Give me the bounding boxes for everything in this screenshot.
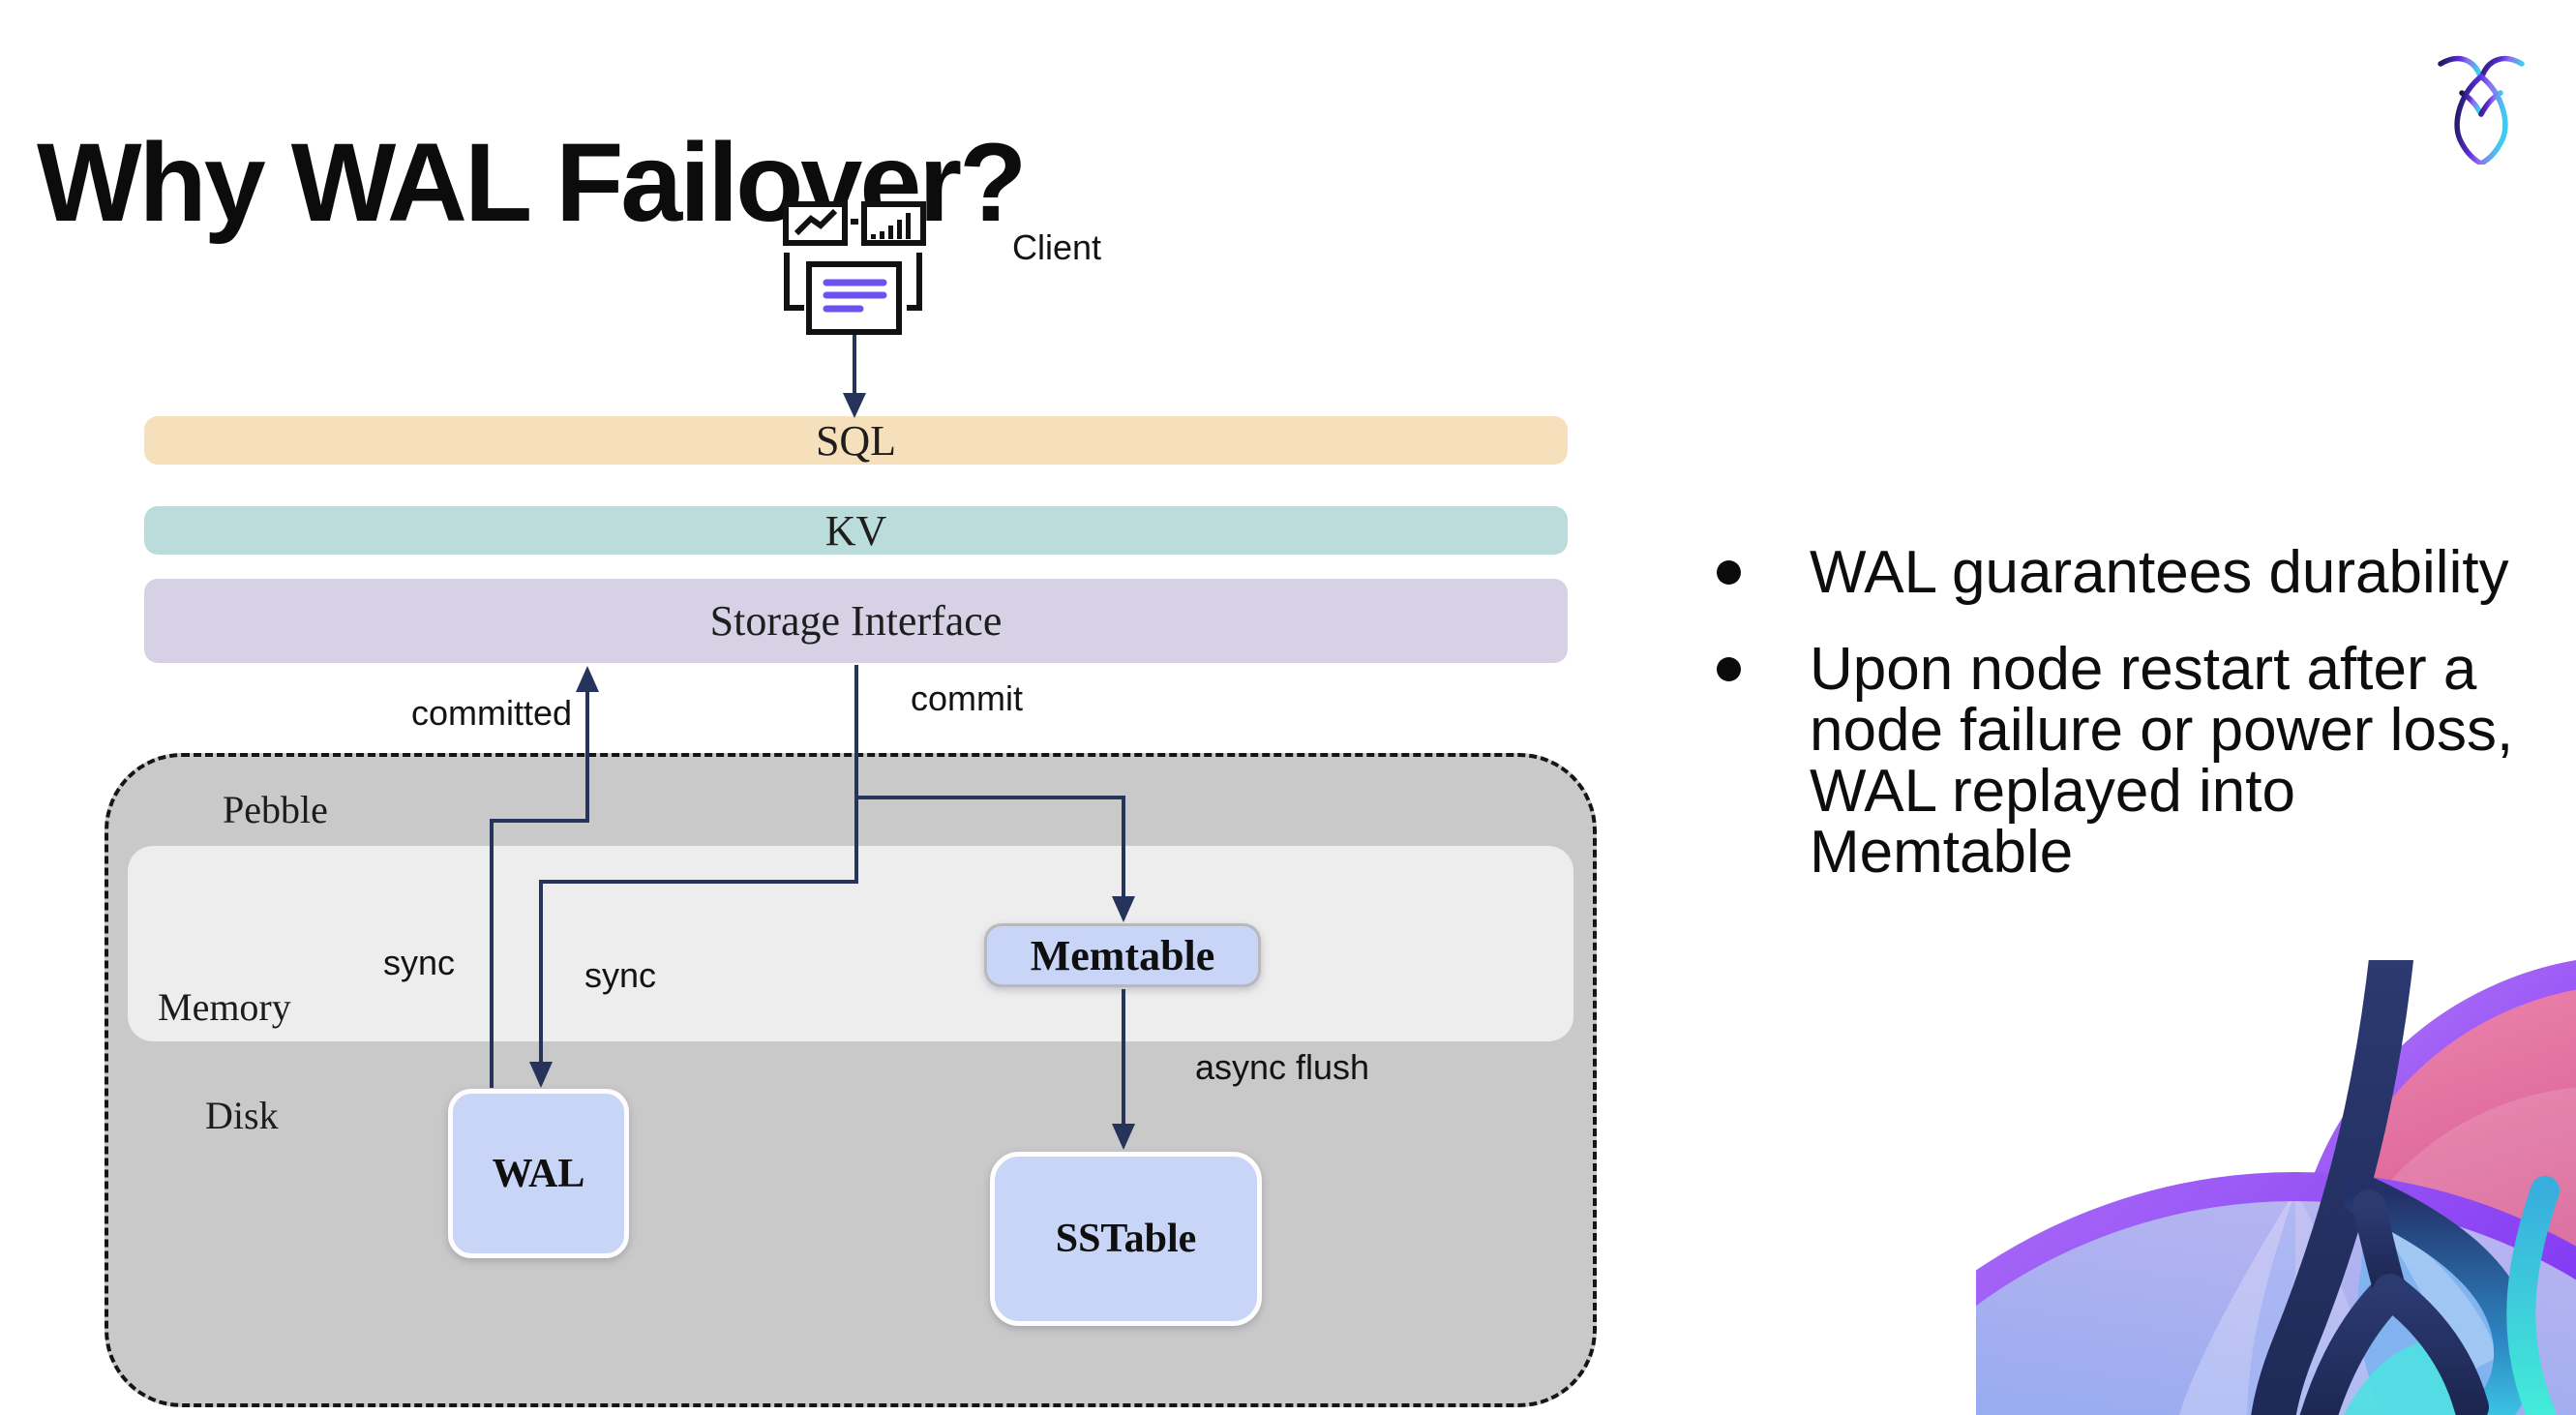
edge-label-sync-right: sync — [584, 955, 657, 995]
disk-label: Disk — [205, 1094, 279, 1137]
layer-bar-kv: KV — [144, 506, 1568, 555]
client-devices-icon — [783, 201, 926, 335]
bullet-item: WAL guarantees durability — [1717, 542, 2549, 603]
memory-label: Memory — [158, 985, 291, 1029]
bullet-list: WAL guarantees durability Upon node rest… — [1717, 542, 2549, 883]
client-label: Client — [1012, 227, 1102, 267]
memory-region — [128, 846, 1573, 1041]
edge-label-async-flush: async flush — [1194, 1047, 1370, 1087]
node-wal-label: WAL — [492, 1151, 585, 1196]
node-sstable: SSTable — [990, 1152, 1262, 1326]
layer-label-kv: KV — [824, 506, 887, 555]
edge-label-commit: commit — [911, 678, 1023, 718]
node-wal: WAL — [448, 1089, 629, 1258]
edge-label-committed: committed — [410, 693, 573, 733]
arrowhead-down-sql-icon — [843, 393, 866, 418]
bullet-text: Upon node restart after a node failure o… — [1810, 636, 2514, 886]
cockroachdb-brand-art — [1976, 960, 2576, 1415]
bullet-dot-icon — [1717, 560, 1741, 585]
bullet-item: Upon node restart after a node failure o… — [1717, 639, 2549, 883]
bullet-dot-icon — [1717, 657, 1741, 681]
layer-bar-sql: SQL — [144, 416, 1568, 465]
layer-label-sql: SQL — [815, 416, 897, 465]
node-sstable-label: SSTable — [1055, 1217, 1197, 1261]
cockroachdb-logo-icon — [2438, 55, 2525, 165]
layer-bar-storage-interface: Storage Interface — [144, 579, 1568, 663]
layer-label-storage-interface: Storage Interface — [709, 597, 1003, 645]
node-memtable-label: Memtable — [1030, 931, 1215, 979]
edge-label-sync-left: sync — [382, 943, 456, 982]
node-memtable: Memtable — [984, 923, 1261, 987]
bullet-text: WAL guarantees durability — [1810, 539, 2509, 606]
arrowhead-up-committed-icon — [576, 666, 599, 692]
pebble-label: Pebble — [223, 788, 328, 831]
